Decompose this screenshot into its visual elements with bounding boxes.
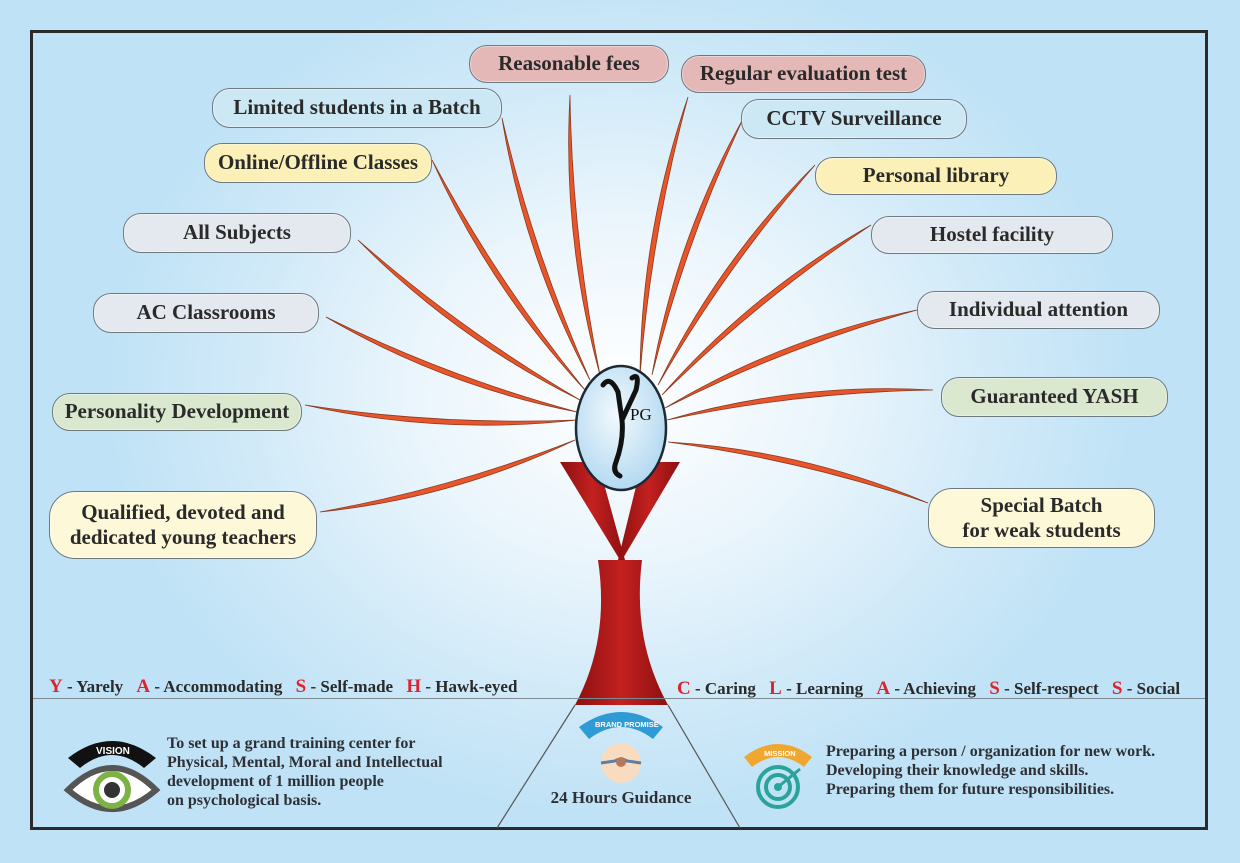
- vision-text: To set up a grand training center for Ph…: [167, 734, 443, 810]
- branch-cctv: CCTV Surveillance: [741, 99, 967, 139]
- acronym-class: C - Caring L - Learning A - Achieving S …: [677, 678, 1189, 700]
- mission-line: Preparing a person / organization for ne…: [826, 743, 1156, 760]
- vision-line: on psychological basis.: [167, 792, 322, 809]
- acronym-yash: Y - Yarely A - Accommodating S - Self-ma…: [49, 676, 526, 698]
- trunk-right-arm: [618, 462, 680, 560]
- branch-label: Regular evaluation test: [699, 61, 908, 86]
- branch-label: Limited students in a Batch: [233, 95, 481, 120]
- acronym-item: Y - Yarely: [49, 676, 124, 697]
- branch-line-fees: [568, 94, 601, 376]
- logo-y-glyph: [600, 374, 640, 479]
- promise-left-line: [496, 704, 576, 829]
- trunk-stem: [575, 560, 668, 705]
- branch-label: Online/Offline Classes: [217, 150, 419, 175]
- branch-guaranteed-yash: Guaranteed YASH: [941, 377, 1168, 417]
- branch-special-batch: Special Batch for weak students: [928, 488, 1155, 548]
- branch-line-qualified: [319, 439, 576, 513]
- branch-label: Personality Development: [64, 399, 290, 424]
- branch-personality-development: Personality Development: [52, 393, 302, 431]
- branch-all-subjects: All Subjects: [123, 213, 351, 253]
- logo-subtext: PG: [630, 405, 652, 424]
- branch-label-line2: for weak students: [962, 518, 1121, 542]
- branch-qualified-teachers: Qualified, devoted and dedicated young t…: [49, 491, 317, 559]
- branch-label-line2: dedicated young teachers: [69, 525, 297, 549]
- branch-label: Personal library: [862, 163, 1010, 188]
- border-frame: [30, 30, 1208, 830]
- branch-line-limited: [501, 117, 591, 381]
- branch-line-cctv: [651, 118, 744, 376]
- branch-label-line1: Special Batch: [980, 492, 1103, 517]
- acronym-item: S - Self-respect: [989, 678, 1099, 699]
- branch-reasonable-fees: Reasonable fees: [469, 45, 669, 83]
- branch-individual-attention: Individual attention: [917, 291, 1160, 329]
- trunk-left-arm: [560, 462, 625, 560]
- acronym-item: C - Caring: [677, 678, 756, 699]
- brand-promise-icon: BRAND PROMISE: [579, 712, 663, 783]
- acronym-item: A - Accommodating: [136, 676, 283, 697]
- vision-badge: VISION: [96, 746, 130, 757]
- vision-line: development of 1 million people: [167, 773, 384, 790]
- mission-badge: MISSION: [764, 749, 796, 758]
- acronym-item: A - Achieving: [876, 678, 977, 699]
- branch-label: CCTV Surveillance: [766, 106, 942, 131]
- branch-label: All Subjects: [183, 220, 291, 245]
- branch-label: Reasonable fees: [498, 51, 640, 76]
- branch-line-attention: [664, 309, 918, 409]
- branch-regular-evaluation: Regular evaluation test: [681, 55, 926, 93]
- vision-icon: VISION: [63, 741, 161, 812]
- branch-line-hostel: [661, 224, 872, 396]
- branch-online-offline: Online/Offline Classes: [204, 143, 432, 183]
- branch-line-special: [667, 441, 929, 504]
- vision-line: To set up a grand training center for: [167, 735, 416, 752]
- branch-personal-library: Personal library: [815, 157, 1057, 195]
- brand-promise-badge: BRAND PROMISE: [595, 720, 659, 729]
- mission-icon: MISSION: [744, 744, 812, 809]
- acronym-item: S - Social: [1111, 678, 1181, 699]
- mission-line: Preparing them for future responsibiliti…: [826, 781, 1115, 798]
- branch-limited-students: Limited students in a Batch: [212, 88, 502, 128]
- branch-line-library: [657, 164, 816, 386]
- acronym-item: L - Learning: [769, 678, 864, 699]
- branch-line-personality: [304, 404, 578, 426]
- branch-hostel: Hostel facility: [871, 216, 1113, 254]
- mission-text: Preparing a person / organization for ne…: [826, 742, 1155, 799]
- section-divider: [33, 698, 1205, 699]
- branch-line-subjects: [357, 239, 581, 401]
- acronym-item: S - Self-made: [295, 676, 394, 697]
- branch-label: Individual attention: [948, 297, 1129, 322]
- vision-line: Physical, Mental, Moral and Intellectual: [167, 754, 443, 771]
- branch-label: Guaranteed YASH: [970, 384, 1139, 409]
- acronym-item: H - Hawk-eyed: [406, 676, 518, 697]
- promise-right-line: [667, 704, 741, 829]
- mission-line: Developing their knowledge and skills.: [826, 762, 1089, 779]
- branch-label-line1: Qualified, devoted and: [81, 499, 285, 524]
- brand-promise-text: 24 Hours Guidance: [550, 788, 692, 807]
- branch-ac-classrooms: AC Classrooms: [93, 293, 319, 333]
- branch-line-yash: [666, 388, 934, 421]
- branch-label: AC Classrooms: [136, 300, 276, 325]
- branch-label: Hostel facility: [929, 222, 1055, 247]
- branch-line-evaluation: [639, 96, 689, 376]
